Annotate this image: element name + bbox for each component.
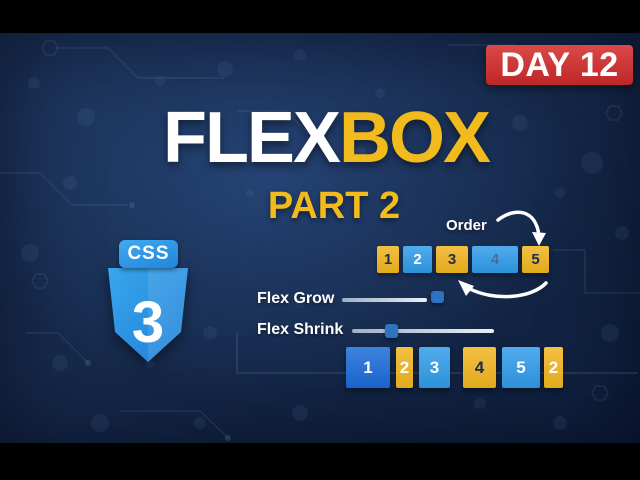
- title-flex: FLEX: [162, 98, 341, 178]
- subtitle-part-2: PART 2: [267, 185, 401, 227]
- day-badge: DAY 12: [486, 45, 633, 85]
- order-label: Order: [446, 217, 487, 234]
- main-title: FLEXBOX: [0, 102, 640, 174]
- shield-highlight: [148, 268, 188, 362]
- arrow-head-down: [532, 232, 546, 246]
- flex-grow-label: Flex Grow: [257, 290, 335, 307]
- curved-arrow-left-icon: [466, 281, 548, 299]
- order-boxes-row: 1 2 3 4 5: [377, 246, 549, 273]
- css3-number: 3: [132, 290, 164, 355]
- flex-shrink-slider-handle: [385, 324, 398, 338]
- flex-box: 1: [346, 347, 390, 388]
- shield-shape: [108, 268, 188, 362]
- css-logo-badge: CSS: [119, 240, 178, 268]
- curved-arrow-right-icon: [496, 210, 541, 238]
- flex-shrink-label: Flex Shrink: [257, 321, 344, 338]
- css3-shield-icon: 3: [108, 268, 188, 362]
- thumbnail-content: DAY 12 FLEXBOX PART 2 CSS 3 Order: [0, 33, 640, 443]
- order-box: 4: [472, 246, 518, 273]
- flex-box: 2: [396, 347, 413, 388]
- flex-shrink-boxes-row: 1 2 3 4 5 2: [346, 347, 563, 388]
- flex-shrink-slider-track: [352, 329, 494, 333]
- flex-grow-slider-track: [342, 298, 427, 302]
- order-box: 3: [436, 246, 468, 273]
- order-arrows: [458, 210, 548, 299]
- flex-box: 3: [419, 347, 450, 388]
- order-box: 1: [377, 246, 399, 273]
- flex-box: 2: [544, 347, 563, 388]
- title-box: BOX: [338, 98, 491, 178]
- flex-grow-slider-handle: [431, 291, 444, 303]
- order-box: 5: [522, 246, 549, 273]
- flex-box: 5: [502, 347, 540, 388]
- order-box: 2: [403, 246, 432, 273]
- letterbox-top: [0, 0, 640, 33]
- letterbox-bottom: [0, 443, 640, 480]
- arrow-head-left: [458, 280, 474, 296]
- flex-box: 4: [463, 347, 496, 388]
